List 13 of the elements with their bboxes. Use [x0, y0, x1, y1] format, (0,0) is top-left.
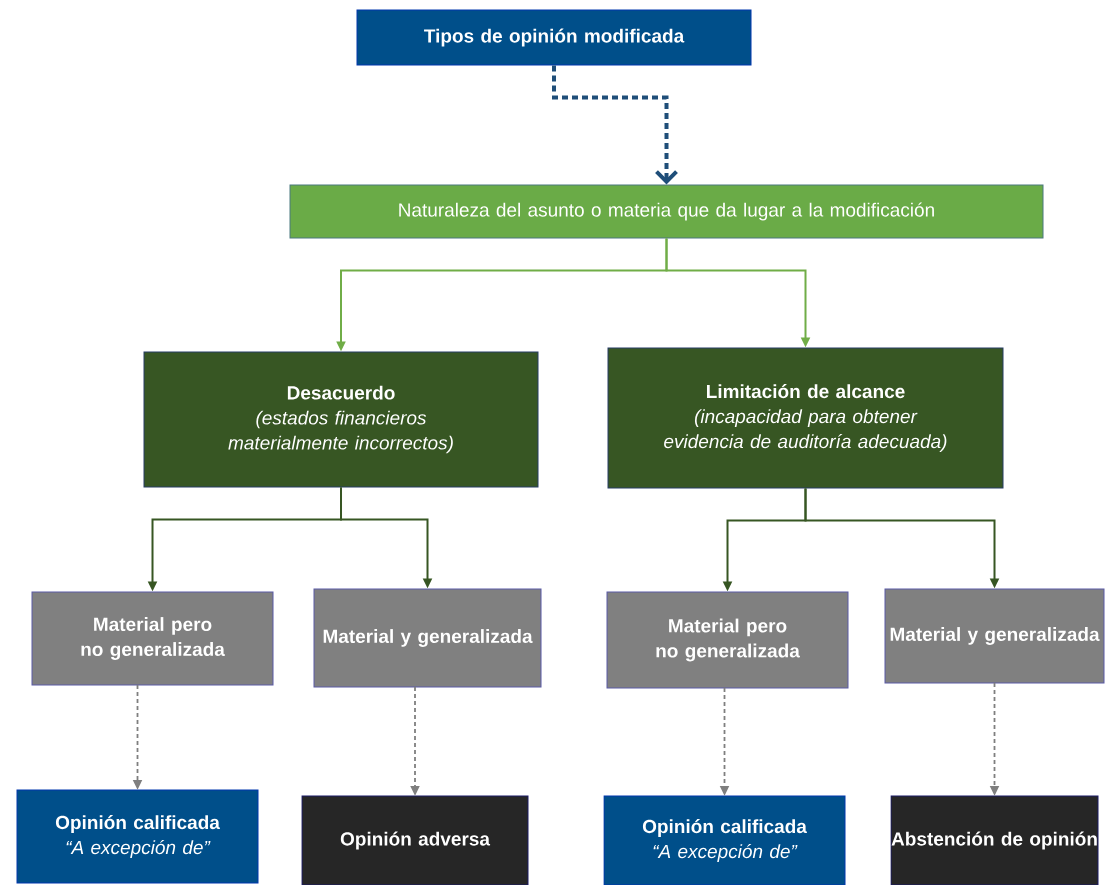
cause-box: Limitación de alcance (incapacidad para obtener evidencia de auditoría adecuada): [607, 347, 1004, 489]
opinion-box: Opinión calificada “A excepción de”: [603, 795, 846, 885]
opinion-box: Opinión calificada “A excepción de”: [16, 789, 259, 884]
title-box: Tipos de opinión modificada: [356, 9, 752, 66]
severity-box: Material pero no generalizada: [606, 591, 849, 689]
arrow: [552, 65, 678, 185]
opinion-box: Abstención de opinión: [890, 795, 1099, 885]
cause-box: Desacuerdo (estados financieros materialmente incorrectos): [143, 351, 539, 488]
opinion-box: Opinión adversa: [301, 795, 529, 885]
category-box: Naturaleza del asunto o materia que da lugar a la modificación: [289, 184, 1044, 239]
severity-box: Material pero no generalizada: [31, 591, 274, 686]
severity-box: Material y generalizada: [884, 588, 1105, 684]
severity-box: Material y generalizada: [313, 588, 542, 688]
